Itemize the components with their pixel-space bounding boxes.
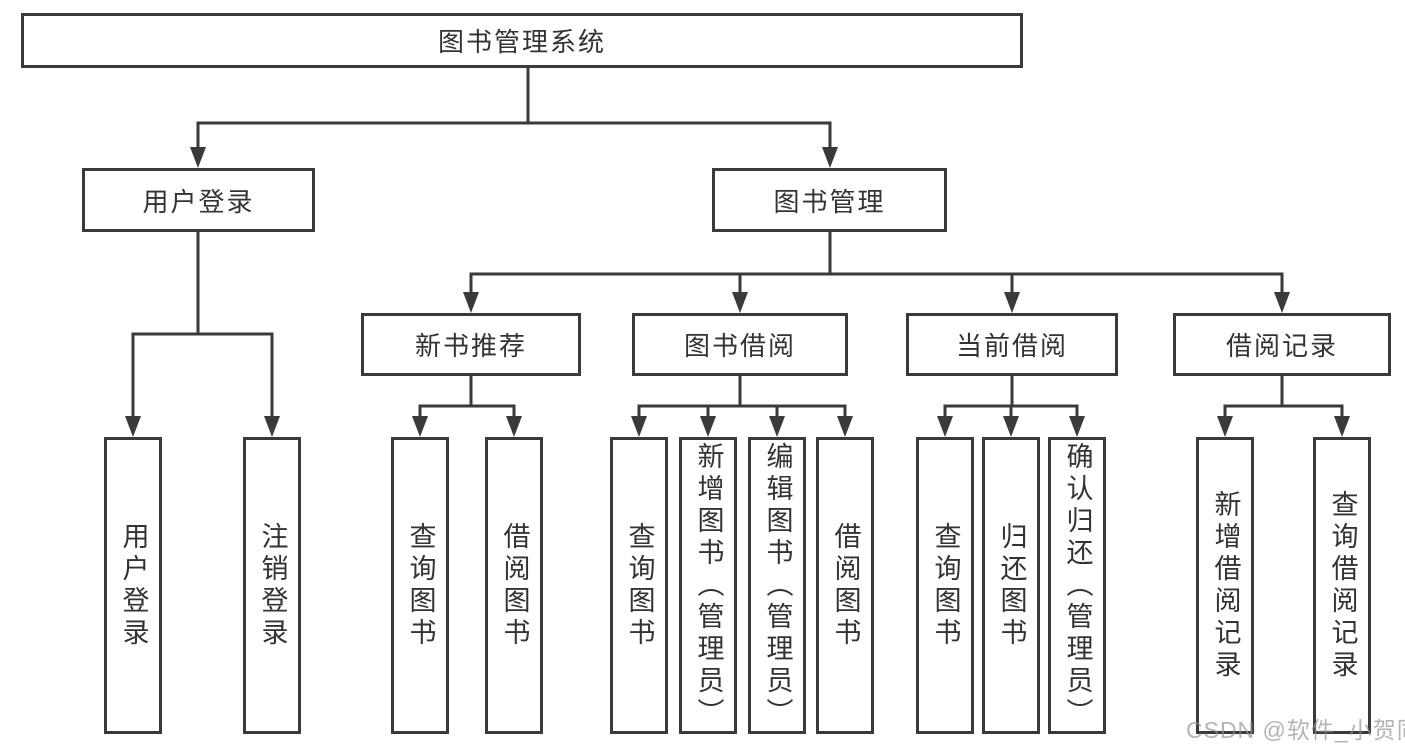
node-leaf-bb-add: 新增图书（管理员） bbox=[679, 437, 737, 734]
edge-level3-bar bbox=[469, 272, 1284, 294]
node-book-mgmt: 图书管理 bbox=[712, 168, 947, 232]
node-new-book-rec: 新书推荐 bbox=[361, 313, 581, 376]
node-borrow-records: 借阅记录 bbox=[1173, 313, 1391, 376]
csdn-watermark: CSDN @软件_小贺同学 bbox=[1186, 717, 1405, 743]
node-current-borrow: 当前借阅 bbox=[906, 313, 1118, 376]
node-leaf-cb-confirm: 确认归还（管理员） bbox=[1048, 437, 1106, 734]
node-leaf-bb-query: 查询图书 bbox=[610, 437, 668, 734]
node-leaf-cb-query-label: 查询图书 bbox=[930, 521, 961, 650]
edge-level2-bar bbox=[196, 121, 832, 149]
node-book-mgmt-label: 图书管理 bbox=[773, 186, 886, 217]
node-leaf-bb-borrow-label: 借阅图书 bbox=[830, 521, 861, 650]
arrowhead-leaf-br-add bbox=[1217, 416, 1233, 437]
node-leaf-cb-confirm-label: 确认归还（管理员） bbox=[1062, 441, 1093, 730]
arrowhead-leaf-rec-borrow bbox=[506, 416, 522, 437]
arrowhead-leaf-logout bbox=[264, 416, 280, 437]
node-leaf-br-query-label: 查询借阅记录 bbox=[1327, 489, 1358, 682]
node-user-login: 用户登录 bbox=[82, 168, 315, 232]
node-leaf-bb-add-label: 新增图书（管理员） bbox=[693, 441, 724, 730]
node-root: 图书管理系统 bbox=[21, 13, 1023, 68]
node-root-label: 图书管理系统 bbox=[437, 27, 606, 57]
node-leaf-user-login-label: 用户登录 bbox=[118, 521, 149, 650]
node-leaf-rec-borrow: 借阅图书 bbox=[485, 437, 543, 734]
node-leaf-cb-return-label: 归还图书 bbox=[996, 521, 1027, 650]
edge-user-login-bar bbox=[131, 332, 274, 418]
arrowhead-leaf-br-query bbox=[1334, 416, 1350, 437]
arrowhead-leaf-cb-return bbox=[1003, 416, 1019, 437]
edge-new-book-rec-bar bbox=[418, 404, 516, 418]
arrowhead-leaf-bb-query bbox=[631, 416, 647, 437]
node-leaf-bb-query-label: 查询图书 bbox=[624, 521, 655, 650]
node-book-borrow: 图书借阅 bbox=[632, 313, 848, 376]
arrowhead-leaf-cb-query bbox=[937, 416, 953, 437]
arrowhead-user-login bbox=[190, 147, 206, 168]
node-leaf-logout-label: 注销登录 bbox=[257, 521, 288, 650]
edge-book-borrow-bar bbox=[637, 404, 847, 418]
arrowhead-leaf-rec-query bbox=[412, 416, 428, 437]
arrowhead-leaf-bb-borrow bbox=[837, 416, 853, 437]
arrowhead-leaf-cb-confirm bbox=[1069, 416, 1085, 437]
edge-borrow-records-bar bbox=[1223, 404, 1344, 418]
edge-current-borrow-bar bbox=[943, 404, 1079, 418]
node-leaf-br-add: 新增借阅记录 bbox=[1196, 437, 1254, 734]
arrowhead-new-book-rec bbox=[463, 292, 479, 313]
node-leaf-user-login: 用户登录 bbox=[104, 437, 162, 734]
node-leaf-logout: 注销登录 bbox=[243, 437, 301, 734]
arrowhead-book-mgmt bbox=[822, 147, 838, 168]
node-leaf-bb-edit: 编辑图书（管理员） bbox=[748, 437, 806, 734]
node-leaf-br-query: 查询借阅记录 bbox=[1313, 437, 1371, 734]
node-leaf-br-add-label: 新增借阅记录 bbox=[1210, 489, 1241, 682]
node-new-book-rec-label: 新书推荐 bbox=[414, 331, 527, 361]
node-leaf-bb-edit-label: 编辑图书（管理员） bbox=[762, 441, 793, 730]
node-borrow-records-label: 借阅记录 bbox=[1225, 331, 1338, 361]
arrowhead-book-borrow bbox=[732, 292, 748, 313]
arrowhead-current-borrow bbox=[1004, 292, 1020, 313]
node-book-borrow-label: 图书借阅 bbox=[683, 331, 796, 361]
arrowhead-leaf-user-login bbox=[125, 416, 141, 437]
arrowhead-leaf-bb-edit bbox=[769, 416, 785, 437]
node-leaf-rec-query: 查询图书 bbox=[391, 437, 449, 734]
arrowhead-leaf-bb-add bbox=[700, 416, 716, 437]
node-leaf-bb-borrow: 借阅图书 bbox=[816, 437, 874, 734]
arrowhead-borrow-records bbox=[1274, 292, 1290, 313]
node-leaf-cb-query: 查询图书 bbox=[916, 437, 974, 734]
node-user-login-label: 用户登录 bbox=[142, 186, 255, 217]
node-current-borrow-label: 当前借阅 bbox=[955, 331, 1068, 361]
node-leaf-rec-borrow-label: 借阅图书 bbox=[499, 521, 530, 650]
node-leaf-rec-query-label: 查询图书 bbox=[405, 521, 436, 650]
node-leaf-cb-return: 归还图书 bbox=[982, 437, 1040, 734]
